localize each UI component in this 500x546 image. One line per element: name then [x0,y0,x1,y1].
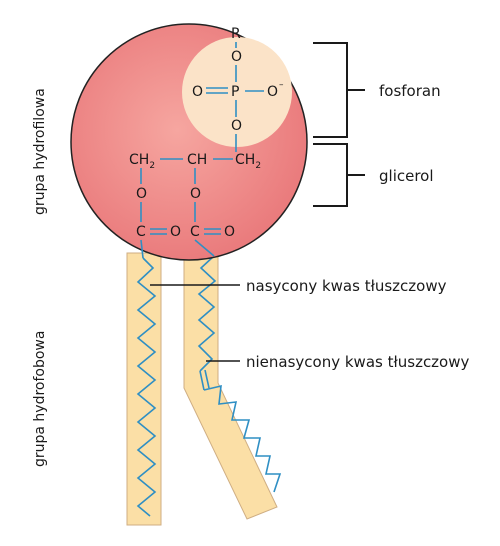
bond-c-tail-left [140,239,144,259]
bond-c-tail-mid [194,239,215,257]
chem-o-carbonyl-mid: O [224,224,235,240]
label-glycerol: glicerol [379,167,434,185]
chem-o-top: O [231,49,242,65]
chem-minus-sign: – [279,80,284,90]
chem-o-ester-mid: O [190,186,201,202]
double-bond-b [204,369,210,389]
chem-o-ester-left: O [136,186,147,202]
label-hydrophobic: grupa hydrofobowa [32,331,48,467]
chem-o-double: O [192,84,203,100]
chem-ch: CH [187,152,207,168]
chem-ch2-left: CH2 [129,152,155,171]
label-hydrophilic: grupa hydrofilowa [32,88,48,215]
chem-ch2-right: CH2 [235,152,261,171]
label-saturated: nasycony kwas tłuszczowy [246,277,447,295]
label-unsaturated: nienasycony kwas tłuszczowy [246,353,470,371]
unsaturated-chain-upper [197,255,217,372]
label-phosphate: fosforan [379,82,441,100]
saturated-chain [136,257,157,517]
chem-o-minus: O [267,84,278,100]
chem-o-bottom: O [231,118,242,134]
phosphate-bracket [313,42,348,138]
chem-o-carbonyl-left: O [170,224,181,240]
glycerol-bracket [313,143,348,207]
double-bond-a [199,370,205,391]
chem-p: P [231,84,239,100]
chem-c-left: C [136,224,146,240]
chem-c-mid: C [190,224,200,240]
chem-r: R [231,26,241,42]
phosphate-region [182,37,292,147]
unsaturated-chain-lower [203,384,282,493]
